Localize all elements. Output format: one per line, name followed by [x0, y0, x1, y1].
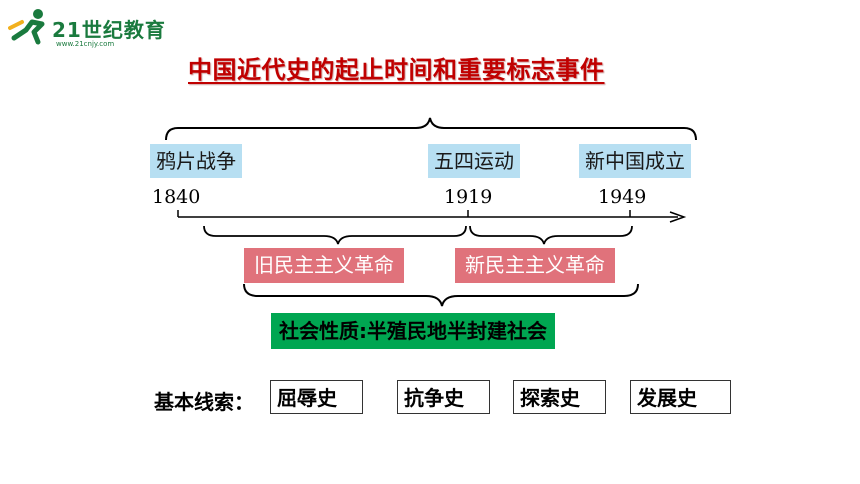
clue-development: 发展史 — [630, 380, 731, 414]
brace-new-democratic — [469, 225, 633, 245]
clues-label: 基本线索： — [154, 390, 254, 414]
old-democratic-revolution: 旧民主主义革命 — [244, 248, 404, 283]
year-1949: 1949 — [598, 186, 647, 208]
logo-text: 21世纪教育 — [52, 18, 166, 42]
top-brace — [165, 117, 697, 141]
year-1919: 1919 — [444, 186, 493, 208]
timeline-arrowhead — [669, 211, 687, 223]
event-may-fourth: 五四运动 — [428, 144, 520, 178]
clue-struggle: 抗争史 — [397, 380, 490, 414]
page-title: 中国近代史的起止时间和重要标志事件 — [188, 56, 605, 84]
clue-humiliation: 屈辱史 — [270, 380, 363, 414]
event-prc-founding: 新中国成立 — [579, 144, 691, 178]
runner-logo-icon — [8, 9, 45, 45]
clue-exploration: 探索史 — [513, 380, 606, 414]
event-opium-war: 鸦片战争 — [150, 144, 242, 178]
society-nature: 社会性质:半殖民地半封建社会 — [271, 313, 555, 349]
brace-old-democratic — [203, 225, 467, 245]
logo-subtext: www.21cnjy.com — [56, 40, 115, 48]
new-democratic-revolution: 新民主主义革命 — [455, 248, 615, 283]
logo: 21世纪教育 www.21cnjy.com — [8, 8, 165, 52]
year-1840: 1840 — [152, 186, 201, 208]
brace-society — [243, 283, 639, 307]
